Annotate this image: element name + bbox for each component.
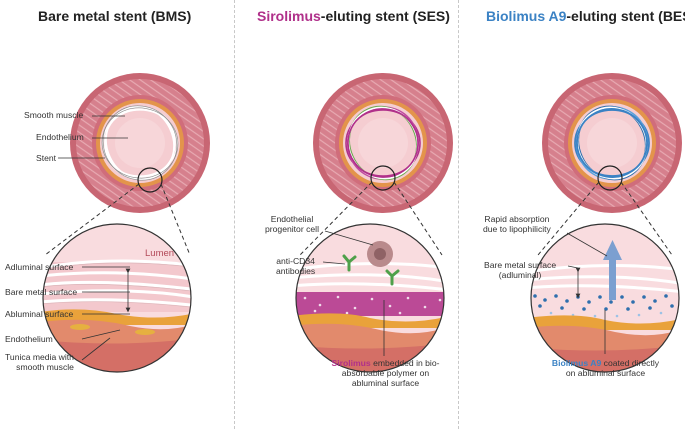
label-endothelium: Endothelium	[36, 132, 84, 142]
ses-caption-line-1: embedded in bio-	[370, 358, 440, 368]
label-stent: Stent	[36, 153, 57, 163]
label-rapid-absorption: Rapid absorption due to lipophilicity	[483, 214, 551, 234]
bes-title-drug: Biolimus A9	[486, 8, 567, 24]
bes-leader-lines	[566, 232, 608, 354]
bms-zoom-circle	[137, 167, 163, 193]
panel-divider	[234, 0, 235, 429]
bare-line-1: Bare metal surface	[484, 260, 557, 270]
bes-vessel-cross-section	[537, 73, 682, 256]
label-endothelial-progenitor: Endothelial progenitor cell	[265, 214, 319, 234]
label-bare-metal-adluminal: Bare metal surface (adluminal)	[484, 260, 556, 280]
label-anti-cd34: anti-CD34 antibodies	[276, 256, 315, 276]
ses-title-drug: Sirolimus	[257, 8, 321, 24]
label-endothelium-detail: Endothelium	[5, 334, 53, 344]
bms-leader-lines	[58, 115, 131, 361]
epc-line-1: Endothelial	[270, 214, 314, 224]
bes-title: Biolimus A9-eluting stent (BES)	[486, 8, 685, 24]
bms-vessel-cross-section	[44, 73, 210, 256]
antibody-line-1: anti-CD34	[276, 256, 315, 266]
label-smooth-muscle: Smooth muscle	[24, 110, 84, 120]
tunica-line-2: smooth muscle	[16, 362, 74, 372]
ses-leader-lines	[322, 230, 385, 356]
ses-caption-drug: Sirolimus	[331, 358, 371, 368]
label-tunica-media: Tunica media with smooth muscle	[5, 352, 74, 372]
antibody-line-2: antibodies	[276, 266, 316, 276]
bes-zoom-detail	[531, 224, 679, 372]
epc-line-2: progenitor cell	[265, 224, 319, 234]
absorption-arrow	[609, 258, 616, 300]
label-bare-metal-surface: Bare metal surface	[5, 287, 78, 297]
label-adluminal-surface: Adluminal surface	[5, 262, 74, 272]
ses-title: Sirolimus-eluting stent (SES)	[257, 8, 450, 24]
ses-title-rest: -eluting stent (SES)	[320, 8, 450, 24]
bes-title-rest: -eluting stent (BES)	[566, 8, 685, 24]
panel-divider	[458, 0, 459, 429]
bes-caption: Biolimus A9 coated directly on abluminal…	[548, 358, 663, 378]
ses-vessel-cross-section	[299, 73, 453, 256]
tunica-line-1: Tunica media with	[5, 352, 74, 362]
bms-title: Bare metal stent (BMS)	[38, 8, 192, 24]
ses-caption-line-2: absorbable polymer on	[341, 368, 430, 378]
label-lumen: Lumen	[145, 248, 175, 259]
bes-caption-line-2: on abluminal surface	[565, 368, 646, 378]
bes-caption-line-1: coated directly	[601, 358, 660, 368]
rapid-line-1: Rapid absorption	[484, 214, 550, 224]
ses-caption-line-3: abluminal surface	[351, 378, 420, 388]
label-abluminal-surface: Abluminal surface	[5, 309, 74, 319]
ses-caption: Sirolimus embedded in bio- absorbable po…	[318, 358, 453, 388]
rapid-line-2: due to lipophilicity	[483, 224, 551, 234]
bare-line-2: (adluminal)	[498, 270, 542, 280]
bes-caption-drug: Biolimus A9	[551, 358, 602, 368]
anti-cd34-antibodies	[342, 254, 400, 286]
